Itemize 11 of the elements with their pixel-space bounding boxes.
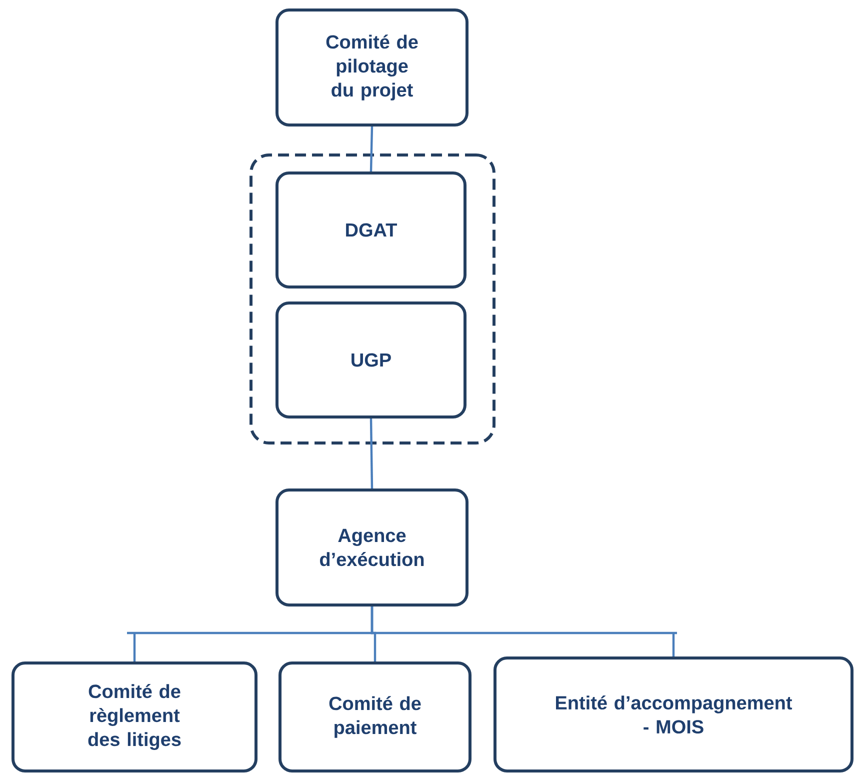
connector-line	[370, 126, 374, 172]
dashed-group-frame	[250, 154, 496, 444]
org-box: Comité de pilotage du projet	[276, 8, 468, 126]
org-box: Agence d’exécution	[276, 488, 468, 606]
connector-line	[370, 418, 374, 489]
org-box: Entité d’accompagnement - MOIS	[494, 656, 854, 772]
connector-line	[370, 606, 678, 656]
org-box: Comité de règlement des litiges	[12, 662, 258, 772]
org-box: UGP	[276, 302, 466, 418]
org-box: Comité de paiement	[278, 662, 472, 772]
org-box: DGAT	[276, 172, 466, 288]
